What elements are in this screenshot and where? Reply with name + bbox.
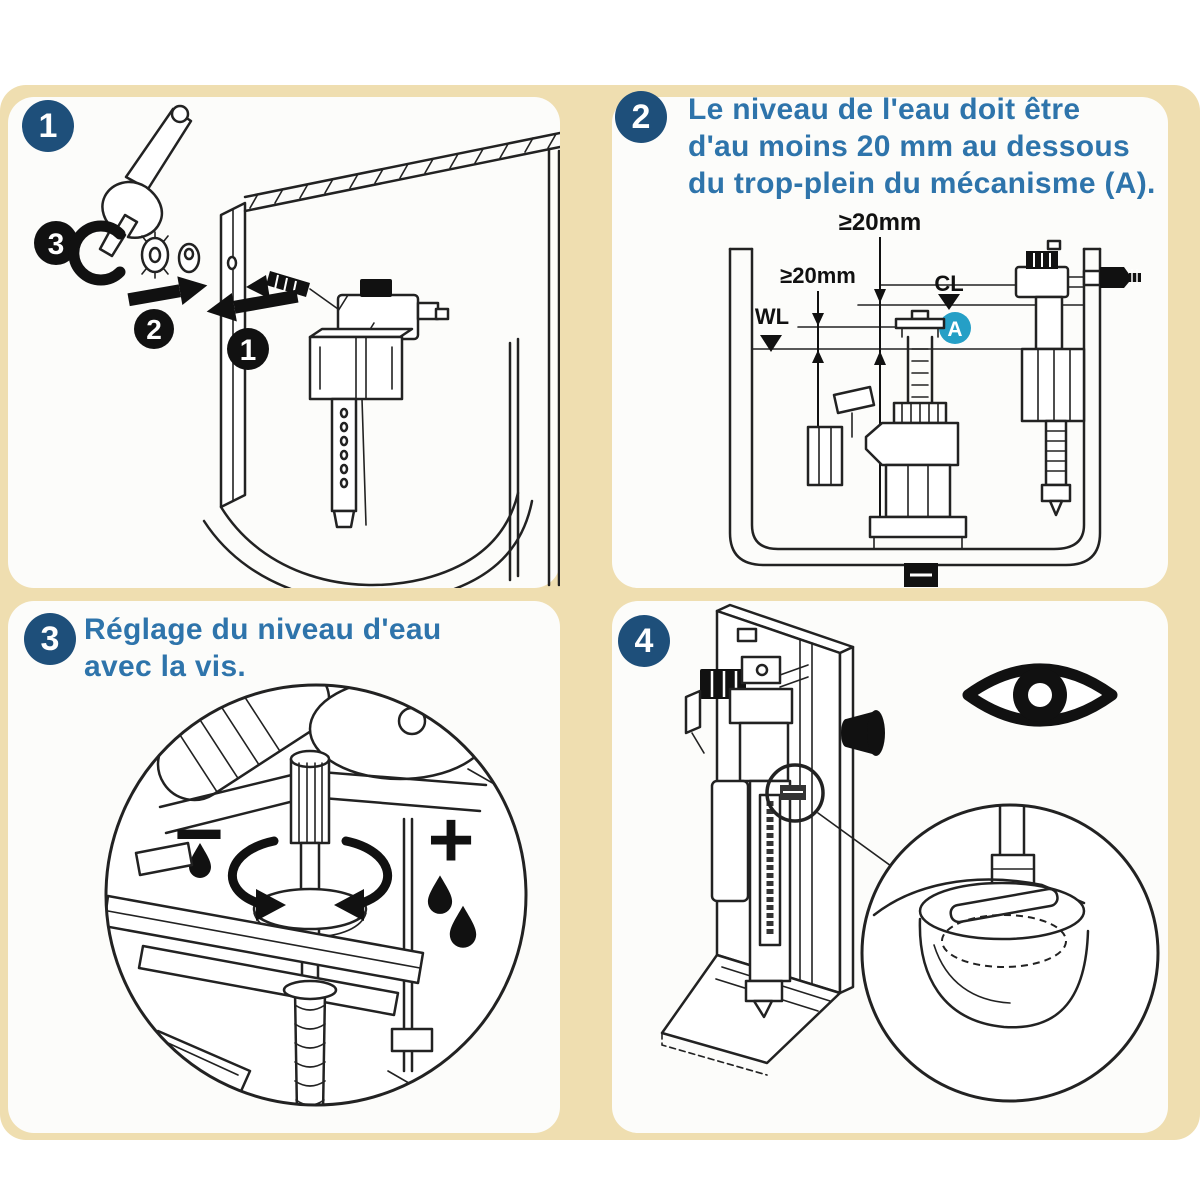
step2-instruction-line3: du trop-plein du mécanisme (A). <box>688 167 1156 200</box>
dimension-left: ≥20mm <box>780 263 856 437</box>
step3-badge: 3 <box>24 613 76 665</box>
step3-instruction: Réglage du niveau d'eau avec la vis. <box>84 611 441 685</box>
water-level-marker: WL <box>755 304 789 352</box>
rotate-arrow-right-icon <box>334 836 393 921</box>
callout-2-circle <box>134 309 174 349</box>
water-drop-icon <box>189 843 211 878</box>
marker-a-badge: A <box>929 312 971 344</box>
fill-valve <box>1014 239 1141 517</box>
flush-valve <box>806 309 968 587</box>
water-level-label: WL <box>755 304 789 329</box>
step3-panel: 3 Réglage du niveau d'eau avec la vis. <box>8 601 560 1133</box>
magnifier-circle <box>104 683 528 1107</box>
step4-number: 4 <box>634 621 654 660</box>
rotate-arrow-left-icon <box>227 836 286 921</box>
water-drop-icon <box>427 875 453 914</box>
insert-arrow-icon <box>127 276 208 307</box>
float-rod <box>387 817 441 1102</box>
callout-1-number: 1 <box>240 334 257 367</box>
step2-badge: 2 <box>615 91 667 143</box>
callout-3-circle <box>34 221 78 265</box>
step3-instruction-line2: avec la vis. <box>84 650 247 683</box>
dim-top-label: ≥20mm <box>839 209 922 236</box>
dimension-top: ≥20mm <box>839 209 922 517</box>
step4-panel: 4 <box>612 601 1168 1133</box>
fill-valve <box>308 279 450 529</box>
adjustment-screw <box>252 749 368 991</box>
step1-badge: 1 <box>22 100 74 152</box>
marker-a-label: A <box>947 318 962 341</box>
mounting-bolt-icon <box>841 710 885 756</box>
callout-2-number: 2 <box>146 314 162 345</box>
magnifier-circle <box>860 803 1160 1103</box>
dim-left-label: ≥20mm <box>780 263 856 288</box>
step2-panel: 2 Le niveau de l'eau doit être d'au moin… <box>612 91 1168 588</box>
callout-1-circle <box>227 328 269 370</box>
step2-number: 2 <box>631 97 651 136</box>
critical-level-label: CL <box>934 271 963 296</box>
zoom-marker-circle <box>765 763 825 823</box>
step3-illustration: − + <box>104 683 528 1107</box>
step4-illustration <box>660 603 1160 1103</box>
washer-icon <box>177 242 201 274</box>
fill-valve <box>684 627 809 1019</box>
c-clip-icon <box>68 220 126 286</box>
toothed-nut-icon <box>140 231 170 279</box>
critical-level-marker: CL <box>934 271 964 310</box>
step2-instruction-line1: Le niveau de l'eau doit être <box>688 93 1081 126</box>
float-detail <box>862 805 1158 1101</box>
callout-3-number: 3 <box>48 228 65 261</box>
eye-icon <box>962 663 1118 727</box>
step3-instruction-line1: Réglage du niveau d'eau <box>84 613 442 646</box>
adjustment-screw-thread <box>282 979 338 1105</box>
clip-detail <box>780 785 806 800</box>
plus-sign: + <box>428 795 475 884</box>
step2-instruction: Le niveau de l'eau doit être d'au moins … <box>688 91 1156 202</box>
step3-number: 3 <box>40 619 60 658</box>
step2-instruction-line2: d'au moins 20 mm au dessous <box>688 130 1131 163</box>
step1-panel: 1 3 <box>8 97 560 588</box>
step4-badge: 4 <box>618 615 670 667</box>
step2-illustration: ≥20mm ≥20mm CL WL A <box>728 209 1141 587</box>
direction-arrow-icon <box>206 289 299 322</box>
adjustment-detail: − + <box>106 685 526 1105</box>
valve-shank-icon <box>246 271 310 299</box>
step1-illustration: 3 2 <box>34 104 560 588</box>
water-drop-icon <box>449 905 477 948</box>
step1-number: 1 <box>38 106 58 145</box>
